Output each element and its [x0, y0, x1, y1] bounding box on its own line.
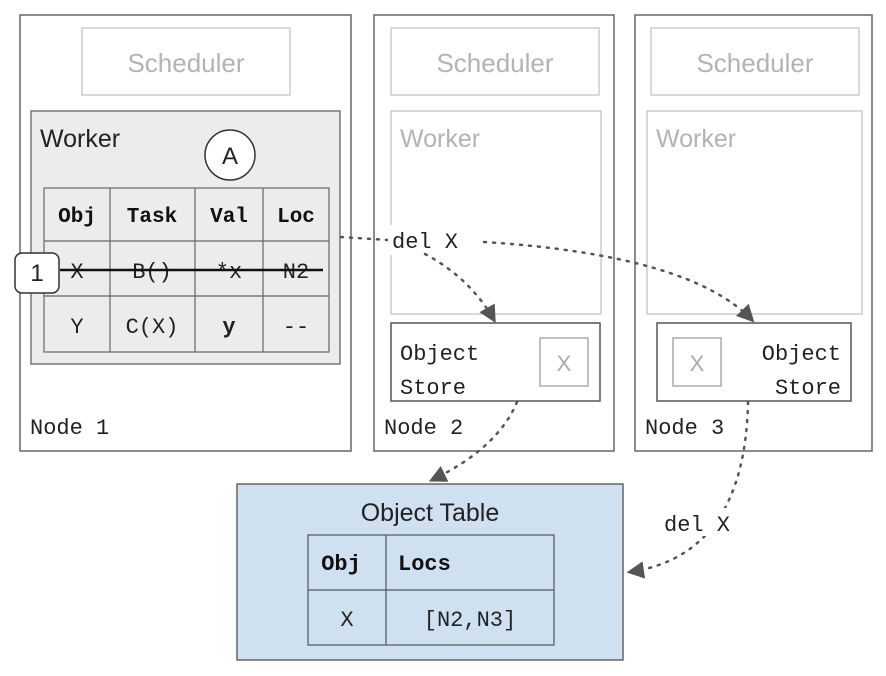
node-3-object-store-label-line2: Store — [775, 376, 841, 401]
object-table-header-obj: Obj — [321, 552, 361, 577]
del-arrow-to-node-2 — [423, 252, 496, 324]
object-table-cell-locs: [N2,N3] — [424, 608, 516, 633]
del-label-top-backdrop — [388, 225, 486, 255]
node-1-scheduler-box — [81, 27, 291, 96]
ownership-header-loc: Loc — [277, 206, 315, 229]
ownership-header-val: Val — [210, 206, 248, 229]
del-arrow-node-3-to-object-table — [626, 400, 750, 579]
ownership-row-2-obj: Y — [70, 315, 83, 340]
node-2-stored-object-label: X — [557, 351, 572, 376]
node-3-worker-label: Worker — [656, 125, 736, 153]
delete-messages: del X del X — [339, 225, 755, 579]
node-2-worker-box — [390, 110, 602, 315]
node-2-object-store-label-line2: Store — [400, 376, 466, 401]
node-2-label: Node 2 — [384, 416, 463, 441]
ownership-row-2-task: C(X) — [126, 315, 179, 340]
object-table-cell-obj: X — [340, 608, 353, 633]
node-3-label: Node 3 — [645, 416, 724, 441]
node-2-worker-label: Worker — [400, 125, 480, 153]
node-3-scheduler-label: Scheduler — [696, 48, 813, 78]
del-label-right: del X — [664, 513, 730, 538]
node-2-stored-object-box — [539, 337, 589, 387]
del-arrow-node-2-to-object-table — [428, 400, 519, 482]
node-3-object-store-label-line1: Object — [762, 342, 841, 367]
ownership-row-1-task: B() — [132, 260, 172, 285]
ownership-row-1-loc: N2 — [283, 260, 309, 285]
node-1: Scheduler Worker A Obj Task Val Loc X B(… — [14, 14, 352, 452]
object-table-box — [236, 483, 624, 661]
step-1-marker-label: 1 — [30, 260, 43, 287]
node-3-stored-object-label: X — [690, 351, 705, 376]
ownership-row-2-val: y — [222, 315, 235, 340]
ownership-header-task: Task — [127, 206, 177, 229]
ownership-header-obj: Obj — [58, 206, 96, 229]
node-3: Scheduler Worker X Object Store Node 3 — [634, 14, 873, 452]
object-table-title: Object Table — [361, 499, 500, 527]
object-table-header-locs: Locs — [398, 552, 451, 577]
ownership-row-2-loc: -- — [283, 315, 309, 340]
node-2-scheduler-label: Scheduler — [436, 48, 553, 78]
del-label-right-backdrop — [661, 508, 751, 536]
node-3-scheduler-box — [650, 27, 860, 96]
worker-a-badge — [204, 129, 256, 181]
del-arrow-to-node-3 — [482, 240, 755, 323]
node-2-scheduler-box — [390, 27, 600, 96]
ownership-row-1-val: *x — [216, 260, 242, 285]
ownership-table: Obj Task Val Loc X B() *x N2 Y C(X) y -- — [43, 187, 330, 353]
node-1-label: Node 1 — [30, 416, 109, 441]
del-message-line — [339, 235, 390, 242]
node-2-object-store-label-line1: Object — [400, 342, 479, 367]
node-1-scheduler-label: Scheduler — [127, 48, 244, 78]
worker-a-badge-label: A — [222, 143, 238, 170]
ownership-row-1-obj: X — [70, 260, 83, 285]
node-1-worker-box — [30, 110, 341, 365]
node-3-worker-box — [646, 110, 863, 315]
step-1-marker — [14, 252, 60, 294]
node-1-worker-label: Worker — [40, 125, 120, 153]
node-3-stored-object-box — [672, 337, 722, 387]
object-table: Object Table Obj Locs X [N2,N3] — [236, 483, 624, 661]
del-label-top: del X — [392, 230, 458, 255]
